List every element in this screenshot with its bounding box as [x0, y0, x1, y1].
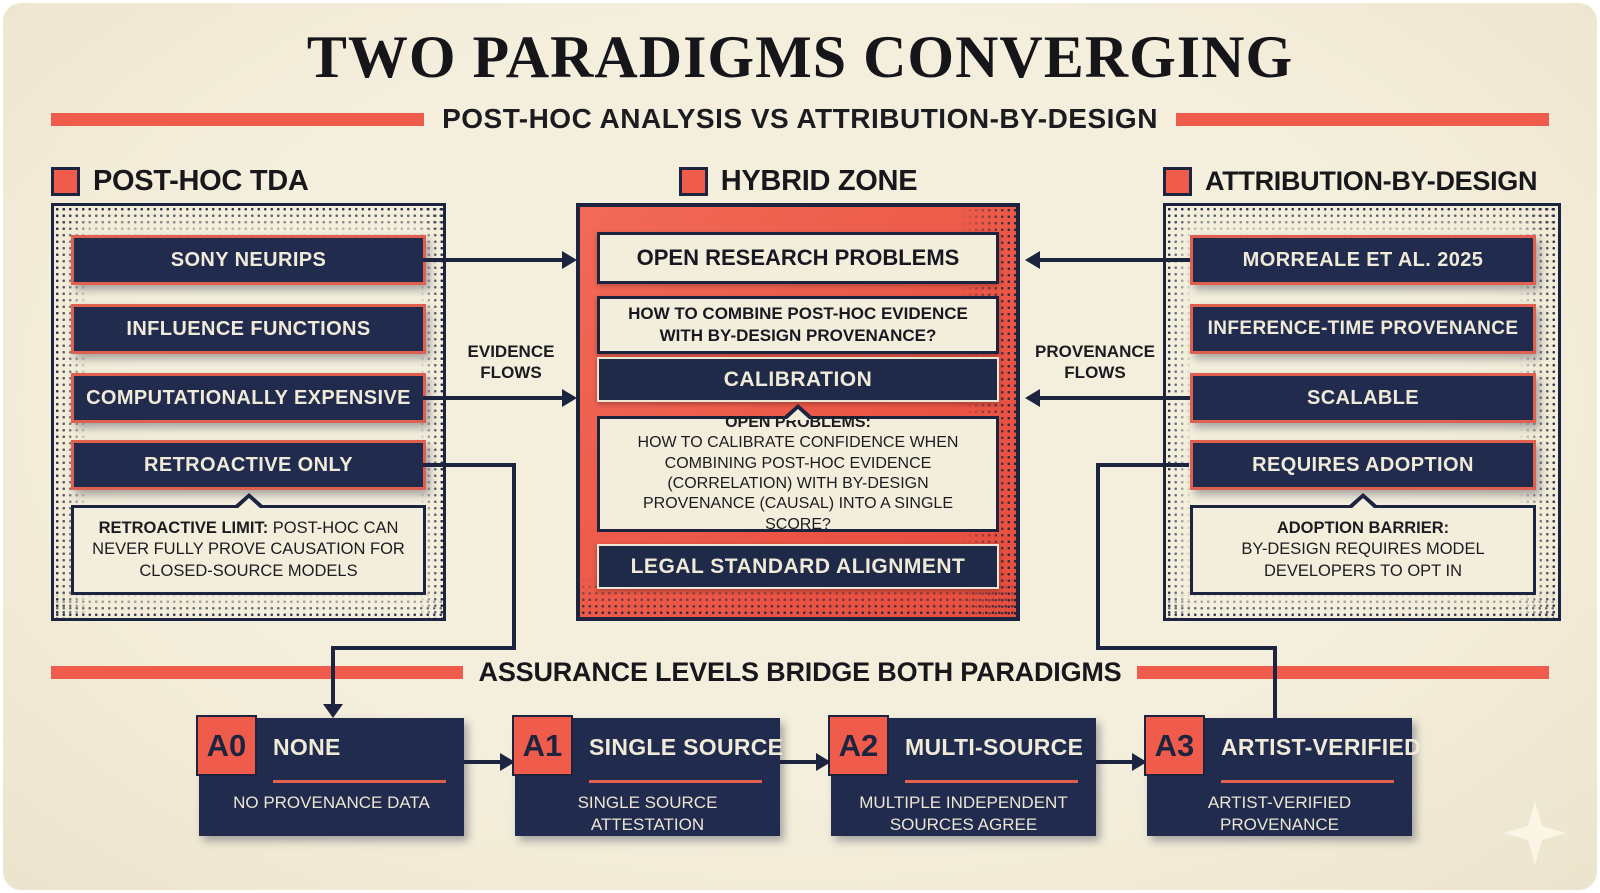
halftone-texture: [1166, 592, 1558, 618]
right-down-connector-seg3: [1096, 646, 1277, 650]
left-down-connector-seg2: [512, 463, 516, 650]
halftone-texture: [1166, 206, 1192, 618]
open-problems-callout: OPEN PROBLEMS:HOW TO CALIBRATE CONFIDENC…: [597, 404, 999, 533]
post-hoc-box-influence-functions: INFLUENCE FUNCTIONS: [71, 304, 426, 354]
right-column-header: ATTRIBUTION-BY-DESIGN: [1163, 164, 1538, 198]
retroactive-limit-callout: RETROACTIVE LIMIT: POST-HOC CAN NEVER FU…: [71, 493, 426, 595]
level-description: NO PROVENANCE DATA: [233, 793, 430, 812]
left-column-title: POST-HOC TDA: [93, 164, 309, 197]
level-description: ARTIST-VERIFIED PROVENANCE: [1207, 793, 1352, 835]
evidence-arrow-2-head-icon: [562, 389, 577, 407]
evidence-flows-label: EVIDENCE FLOWS: [467, 342, 555, 383]
callout-notch-icon: [236, 498, 261, 509]
level-code-badge: A2: [828, 715, 889, 776]
level-arrow-2-line: [780, 760, 818, 764]
assurance-level-a1: A1 SINGLE SOURCE SINGLE SOURCE ATTESTATI…: [512, 715, 784, 836]
combine-question-box: HOW TO COMBINE POST-HOC EVIDENCE WITH BY…: [597, 296, 999, 354]
red-square-icon: [678, 166, 708, 196]
level-arrow-2-head-icon: [816, 753, 831, 771]
level-arrow-3-line: [1096, 760, 1134, 764]
post-hoc-box-computationally-expensive: COMPUTATIONALLY EXPENSIVE: [71, 373, 426, 423]
infographic-canvas: TWO PARADIGMS CONVERGING POST-HOC ANALYS…: [3, 3, 1597, 890]
level-underline: [1221, 780, 1394, 783]
level-underline: [905, 780, 1078, 783]
retroactive-limit-text: RETROACTIVE LIMIT: POST-HOC CAN NEVER FU…: [92, 519, 405, 580]
center-column-header: HYBRID ZONE: [576, 164, 1020, 198]
right-column-title: ATTRIBUTION-BY-DESIGN: [1205, 165, 1538, 196]
left-down-connector-seg4: [331, 646, 335, 705]
level-code-badge: A1: [512, 715, 573, 776]
level-code-badge: A3: [1144, 715, 1205, 776]
sparkle-icon: [1503, 801, 1567, 865]
provenance-arrow-1-head-icon: [1025, 251, 1040, 269]
level-underline: [273, 780, 446, 783]
red-square-icon: [1163, 166, 1192, 196]
halftone-texture: [54, 592, 443, 618]
bydesign-box-morreale: MORREALE ET AL. 2025: [1190, 235, 1536, 285]
subtitle-row: POST-HOC ANALYSIS VS ATTRIBUTION-BY-DESI…: [51, 103, 1549, 135]
halftone-texture: [1166, 206, 1558, 236]
left-column-header: POST-HOC TDA: [51, 164, 309, 198]
level-code-badge: A0: [196, 715, 257, 776]
open-research-problems-box: OPEN RESEARCH PROBLEMS: [597, 232, 999, 284]
assurance-bar-left: [51, 666, 463, 679]
level-title: SINGLE SOURCE: [589, 734, 784, 760]
right-down-connector-seg2: [1096, 463, 1100, 650]
open-problems-text: OPEN PROBLEMS:HOW TO CALIBRATE CONFIDENC…: [637, 413, 959, 533]
red-square-icon: [51, 166, 80, 196]
level-underline: [589, 780, 762, 783]
callout-notch-icon: [786, 409, 810, 420]
assurance-bar-right: [1137, 666, 1550, 679]
legal-standard-alignment-box: LEGAL STANDARD ALIGNMENT: [597, 544, 999, 589]
bydesign-box-inference-time: INFERENCE-TIME PROVENANCE: [1190, 304, 1536, 354]
left-down-connector-head-icon: [323, 704, 343, 718]
subtitle-bar-left: [51, 112, 425, 126]
assurance-heading-row: ASSURANCE LEVELS BRIDGE BOTH PARADIGMS: [51, 657, 1550, 688]
level-arrow-1-head-icon: [500, 753, 515, 771]
level-description: MULTIPLE INDEPENDENT SOURCES AGREE: [859, 793, 1068, 835]
level-arrow-3-head-icon: [1132, 753, 1147, 771]
bydesign-box-requires-adoption: REQUIRES ADOPTION: [1190, 440, 1536, 490]
level-title: MULTI-SOURCE: [905, 734, 1084, 760]
adoption-barrier-text: ADOPTION BARRIER:BY-DESIGN REQUIRES MODE…: [1241, 519, 1485, 580]
page-title: TWO PARADIGMS CONVERGING: [306, 24, 1294, 90]
right-down-connector-seg4: [1273, 646, 1277, 720]
level-title: ARTIST-VERIFIED: [1221, 734, 1422, 760]
evidence-arrow-1-line: [423, 258, 564, 262]
left-down-connector-seg1: [423, 463, 516, 467]
provenance-arrow-2-line: [1039, 396, 1190, 400]
assurance-level-a2: A2 MULTI-SOURCE MULTIPLE INDEPENDENT SOU…: [828, 715, 1096, 836]
subtitle-bar-right: [1175, 112, 1549, 126]
right-down-connector-seg1: [1100, 463, 1189, 467]
left-down-connector-seg3: [331, 646, 516, 650]
provenance-flows-label: PROVENANCE FLOWS: [1035, 342, 1155, 383]
page-subtitle: POST-HOC ANALYSIS VS ATTRIBUTION-BY-DESI…: [442, 103, 1158, 134]
bydesign-box-scalable: SCALABLE: [1190, 373, 1536, 423]
attribution-by-design-panel: MORREALE ET AL. 2025 INFERENCE-TIME PROV…: [1163, 203, 1561, 621]
assurance-level-a3: A3 ARTIST-VERIFIED ARTIST-VERIFIED PROVE…: [1144, 715, 1421, 836]
post-hoc-box-retroactive-only: RETROACTIVE ONLY: [71, 440, 426, 490]
hybrid-zone-panel: OPEN RESEARCH PROBLEMS HOW TO COMBINE PO…: [576, 203, 1020, 621]
level-arrow-1-line: [464, 760, 502, 764]
calibration-box: CALIBRATION: [597, 357, 999, 402]
assurance-heading: ASSURANCE LEVELS BRIDGE BOTH PARADIGMS: [478, 657, 1122, 687]
assurance-level-a0: A0 NONE NO PROVENANCE DATA: [196, 715, 464, 836]
evidence-arrow-1-head-icon: [562, 251, 577, 269]
adoption-barrier-callout: ADOPTION BARRIER:BY-DESIGN REQUIRES MODE…: [1190, 493, 1536, 595]
provenance-arrow-2-head-icon: [1025, 389, 1040, 407]
callout-notch-icon: [1351, 498, 1375, 509]
level-title: NONE: [273, 734, 341, 760]
evidence-arrow-2-line: [423, 396, 564, 400]
halftone-texture: [54, 206, 443, 238]
post-hoc-box-sony-neurips: SONY NEURIPS: [71, 235, 426, 285]
center-column-title: HYBRID ZONE: [720, 164, 918, 197]
provenance-arrow-1-line: [1039, 258, 1190, 262]
level-description: SINGLE SOURCE ATTESTATION: [577, 793, 718, 835]
post-hoc-panel: SONY NEURIPS INFLUENCE FUNCTIONS COMPUTA…: [51, 203, 446, 621]
